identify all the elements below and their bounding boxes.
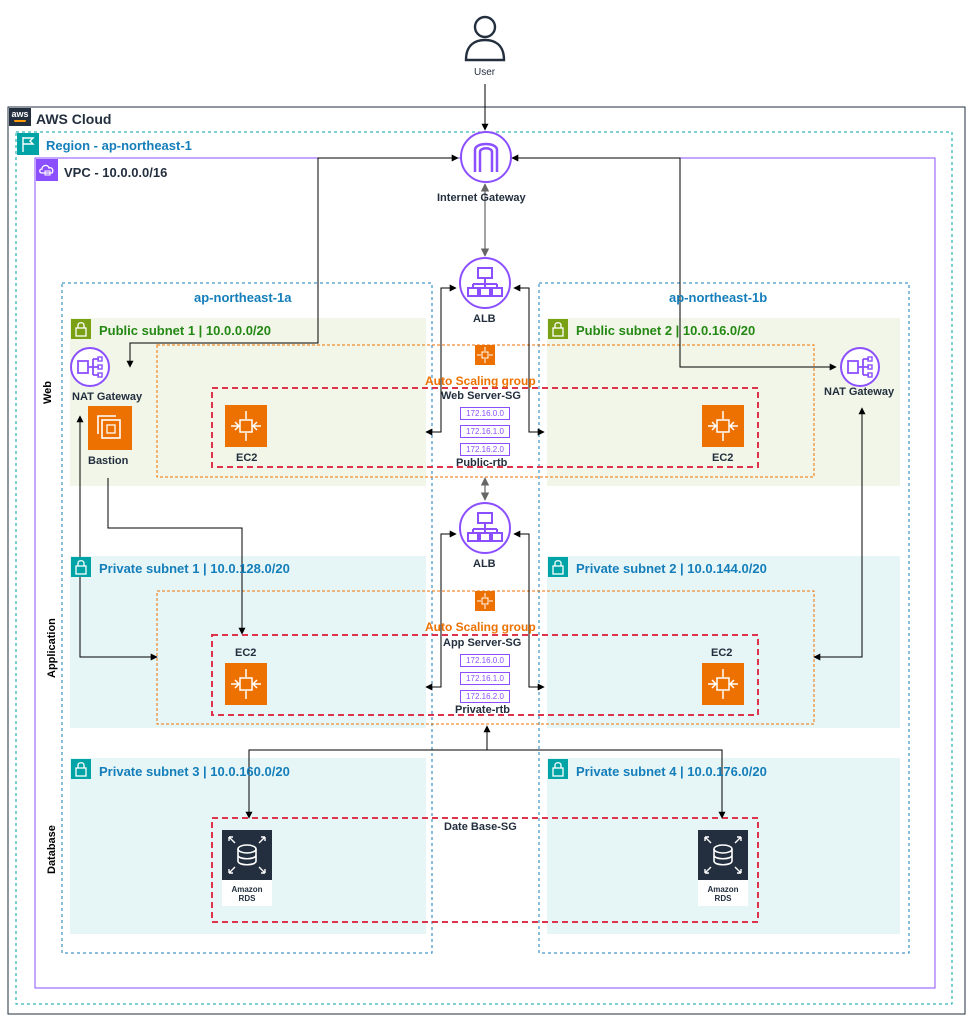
az-a-label: ap-northeast-1a — [194, 290, 292, 305]
db-branch-right-arrow — [487, 749, 726, 819]
bastion-icon — [88, 406, 132, 450]
web-ec2-right-icon — [702, 405, 744, 447]
private-subnet-4-label: Private subnet 4 | 10.0.176.0/20 — [576, 764, 767, 779]
app-asg-icon — [475, 591, 495, 611]
nat-gateway-right-icon — [840, 347, 880, 387]
region-flag-icon — [17, 133, 39, 155]
nat-left-app-arrow — [76, 415, 158, 661]
db-branch-left-arrow — [245, 749, 487, 819]
route-entry: 172.16.1.0 — [460, 425, 510, 438]
app-ec2-left-icon — [225, 663, 267, 705]
private-subnet-3-lock-icon — [71, 759, 91, 779]
app-ec2-left-label: EC2 — [235, 647, 257, 659]
web-alb-ec2-left-arrow — [425, 284, 457, 436]
vpc-icon — [36, 159, 58, 181]
rds-left-label-line2: RDS — [238, 894, 256, 903]
public-subnet-2-label: Public subnet 2 | 10.0.16.0/20 — [576, 323, 756, 338]
public-rtb: 172.16.0.0 172.16.1.0 172.16.2.0 — [460, 407, 510, 456]
nat-gateway-right-label: NAT Gateway — [824, 386, 895, 398]
private-subnet-4-lock-icon — [548, 759, 568, 779]
rds-right-label-line2: RDS — [714, 894, 732, 903]
route-entry: 172.16.2.0 — [460, 443, 510, 456]
aws-logo-icon: aws — [9, 108, 31, 126]
nat-left-igw-arrow — [126, 154, 459, 368]
web-server-sg-boundary — [211, 387, 759, 468]
web-ec2-left-label: EC2 — [236, 452, 258, 464]
web-sg-label: Web Server-SG — [441, 390, 521, 402]
user-icon — [464, 15, 506, 62]
rds-right: Amazon RDS — [698, 830, 748, 906]
nat-gateway-left-label: NAT Gateway — [72, 391, 143, 403]
web-alb-icon — [459, 257, 511, 309]
route-entry: 172.16.1.0 — [460, 672, 510, 685]
app-ec2-right-label: EC2 — [711, 647, 733, 659]
aws-cloud-label: AWS Cloud — [36, 111, 112, 127]
web-alb-ec2-right-arrow — [513, 284, 545, 436]
app-alb-ec2-right-arrow — [513, 530, 545, 691]
nat-right-igw-arrow — [511, 154, 837, 371]
rds-left-label-line1: Amazon — [231, 885, 263, 894]
region-label: Region - ap-northeast-1 — [46, 138, 192, 153]
az-b-boundary — [538, 282, 910, 954]
public-subnet-2-lock-icon — [548, 319, 568, 339]
az-b-label: ap-northeast-1b — [669, 290, 768, 305]
private-rtb: 172.16.0.0 172.16.1.0 172.16.2.0 — [460, 654, 510, 703]
rds-left: Amazon RDS — [222, 830, 272, 906]
route-entry: 172.16.0.0 — [460, 654, 510, 667]
public-subnet-1-lock-icon — [71, 319, 91, 339]
app-alb-icon — [459, 502, 511, 554]
database-sg-boundary — [211, 817, 759, 923]
web-ec2-left-icon — [225, 405, 267, 447]
public-subnet-1-label: Public subnet 1 | 10.0.0.0/20 — [99, 323, 271, 338]
internet-gateway-icon — [460, 131, 512, 183]
app-sg-label: App Server-SG — [443, 637, 522, 649]
web-asg-icon — [475, 345, 495, 365]
vpc-label: VPC - 10.0.0.0/16 — [64, 165, 168, 180]
tier-application-label: Application — [46, 618, 58, 678]
internet-gateway-label: Internet Gateway — [437, 192, 526, 204]
tier-database-label: Database — [46, 825, 58, 874]
route-entry: 172.16.0.0 — [460, 407, 510, 420]
private-subnet-2-lock-icon — [548, 557, 568, 577]
app-alb-ec2-left-arrow — [425, 530, 457, 691]
user-label: User — [474, 67, 496, 78]
private-rtb-label: Private-rtb — [455, 704, 511, 716]
rds-left-icon — [222, 830, 272, 880]
bastion-label: Bastion — [88, 455, 129, 467]
private-subnet-3-label: Private subnet 3 | 10.0.160.0/20 — [99, 764, 290, 779]
nat-right-app-arrow — [813, 407, 866, 661]
web-alb-label: ALB — [473, 313, 496, 325]
nat-gateway-left-icon — [70, 347, 110, 387]
rds-right-icon — [698, 830, 748, 880]
tier-web-label: Web — [42, 380, 54, 404]
route-entry: 172.16.2.0 — [460, 690, 510, 703]
aws-cloud-boundary — [7, 106, 966, 1015]
database-sg-label: Date Base-SG — [444, 821, 517, 833]
app-alb-label: ALB — [473, 558, 496, 570]
web-asg-label: Auto Scaling group — [425, 374, 536, 388]
private-subnet-2-label: Private subnet 2 | 10.0.144.0/20 — [576, 561, 767, 576]
app-ec2-right-icon — [702, 663, 744, 705]
app-asg-label: Auto Scaling group — [425, 620, 536, 634]
app-server-sg-boundary — [211, 634, 759, 716]
private-subnet-1-lock-icon — [71, 557, 91, 577]
private-subnet-1-label: Private subnet 1 | 10.0.128.0/20 — [99, 561, 290, 576]
rds-right-label-line1: Amazon — [707, 885, 739, 894]
web-ec2-right-label: EC2 — [712, 452, 734, 464]
public-rtb-label: Public-rtb — [456, 457, 508, 469]
